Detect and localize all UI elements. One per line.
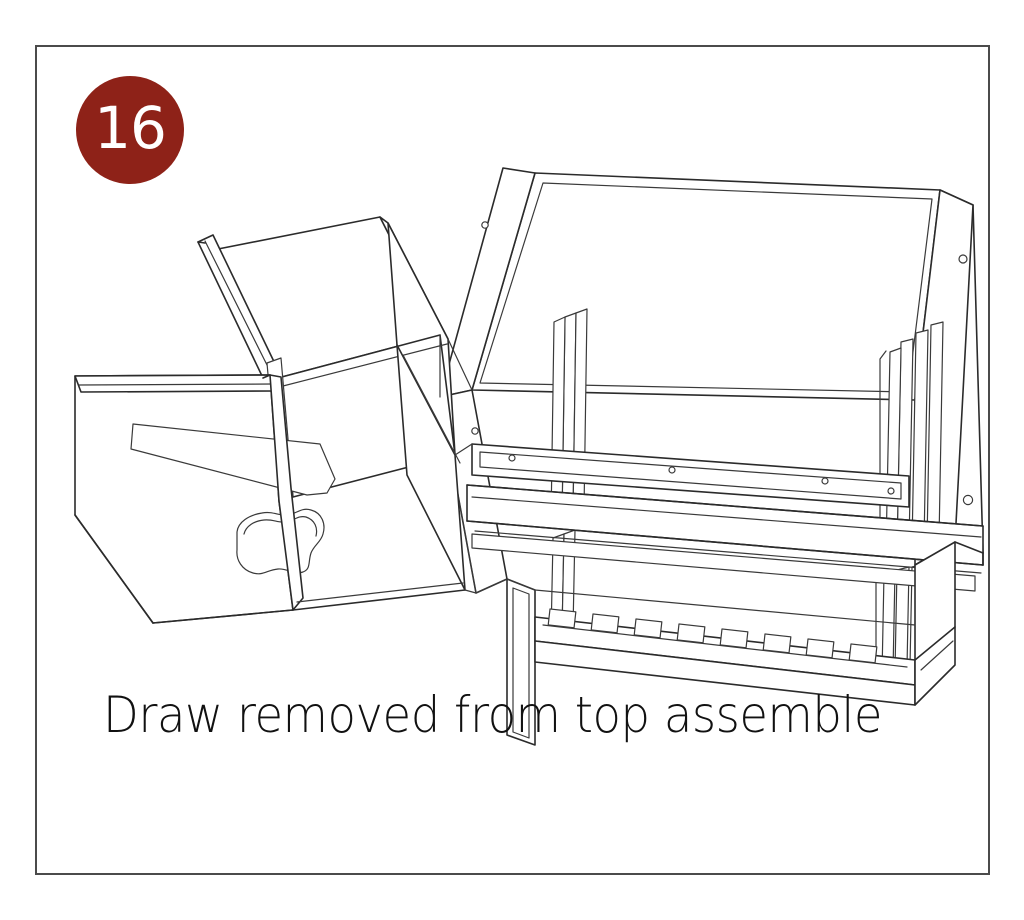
step-caption: Draw removed from top assemble [103, 686, 883, 744]
step-number-text: 16 [94, 94, 167, 162]
instruction-frame-border [35, 45, 990, 875]
step-number-badge: 16 [76, 76, 184, 184]
